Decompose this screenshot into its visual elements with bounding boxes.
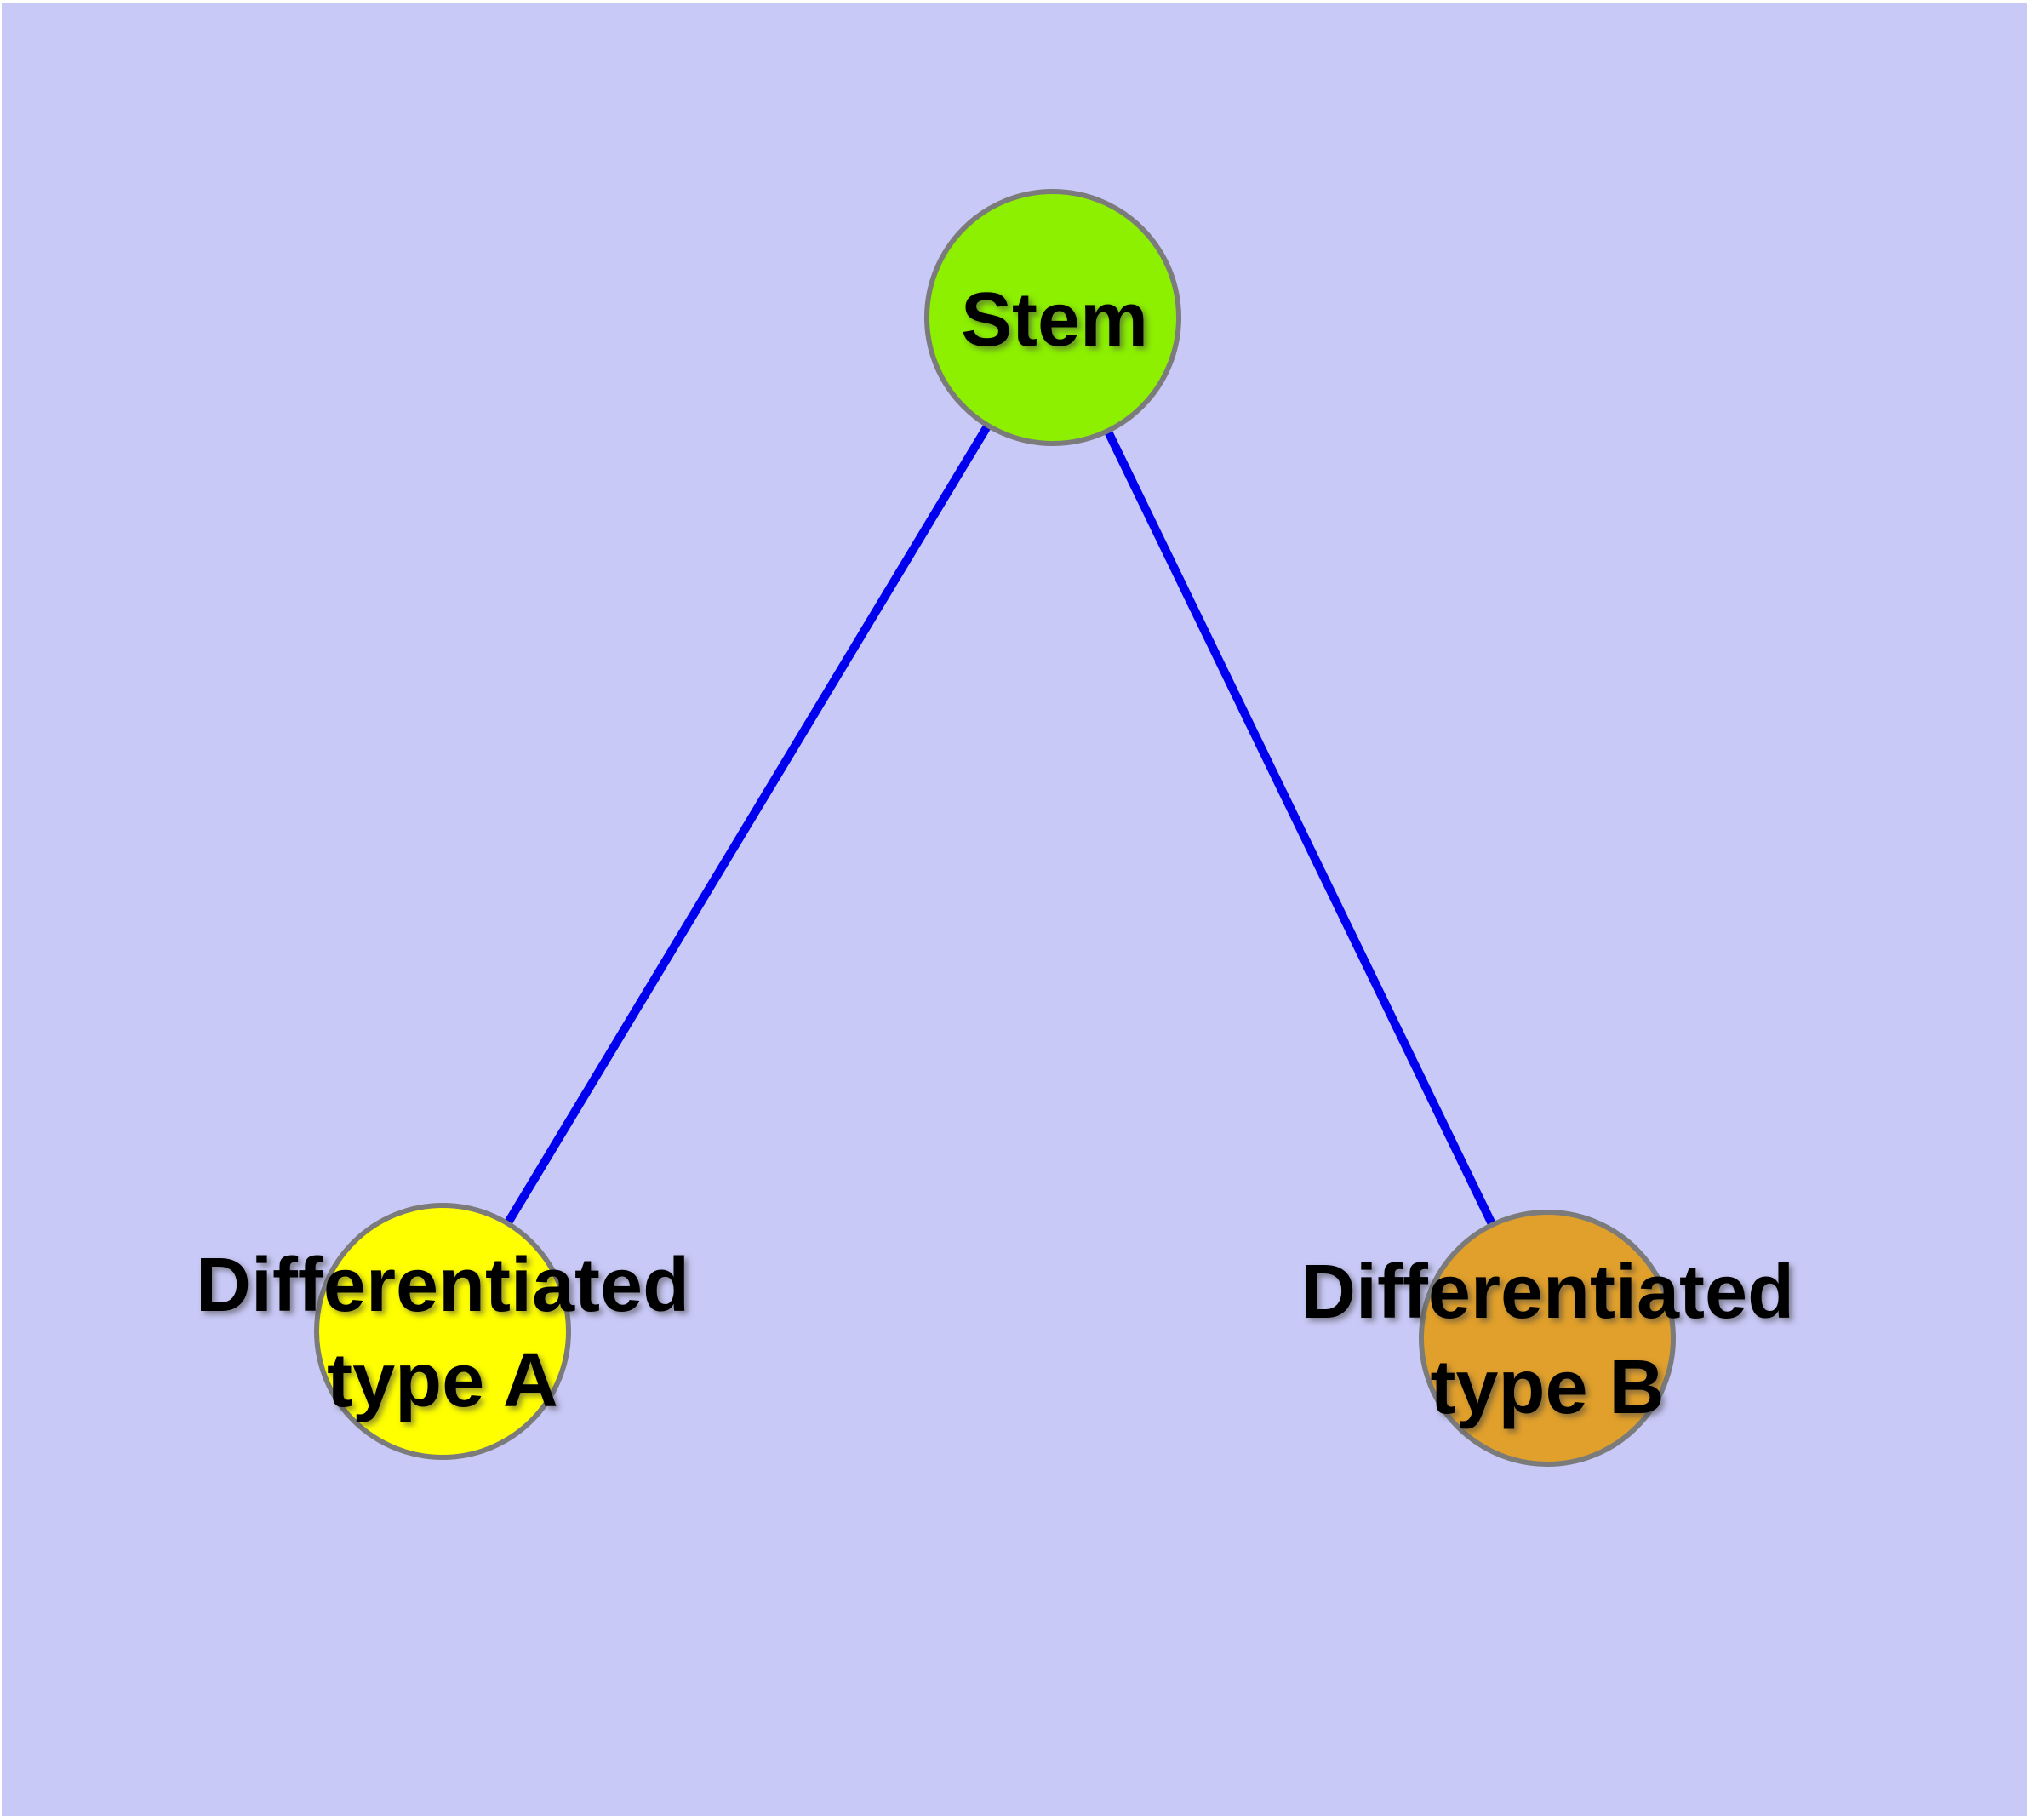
node-type-a-circle xyxy=(314,1203,571,1460)
node-type-a-label-line2: type A xyxy=(327,1338,558,1423)
node-type-a-label-line1: Differentiated xyxy=(195,1243,690,1328)
node-stem-circle xyxy=(924,189,1181,446)
node-type-a-label: Differentiated type A xyxy=(196,1238,689,1428)
edge-stem-to-type-a xyxy=(438,315,1057,1334)
node-stem-label: Stem xyxy=(961,272,1148,368)
node-type-b-label-line2: type B xyxy=(1430,1345,1665,1430)
node-stem-label-text: Stem xyxy=(960,278,1149,363)
node-type-b-label: Differentiated type B xyxy=(1300,1245,1794,1435)
node-type-b-label-line1: Differentiated xyxy=(1300,1250,1795,1335)
node-type-b-circle xyxy=(1419,1210,1676,1467)
edge-stem-to-type-b xyxy=(1049,315,1552,1341)
